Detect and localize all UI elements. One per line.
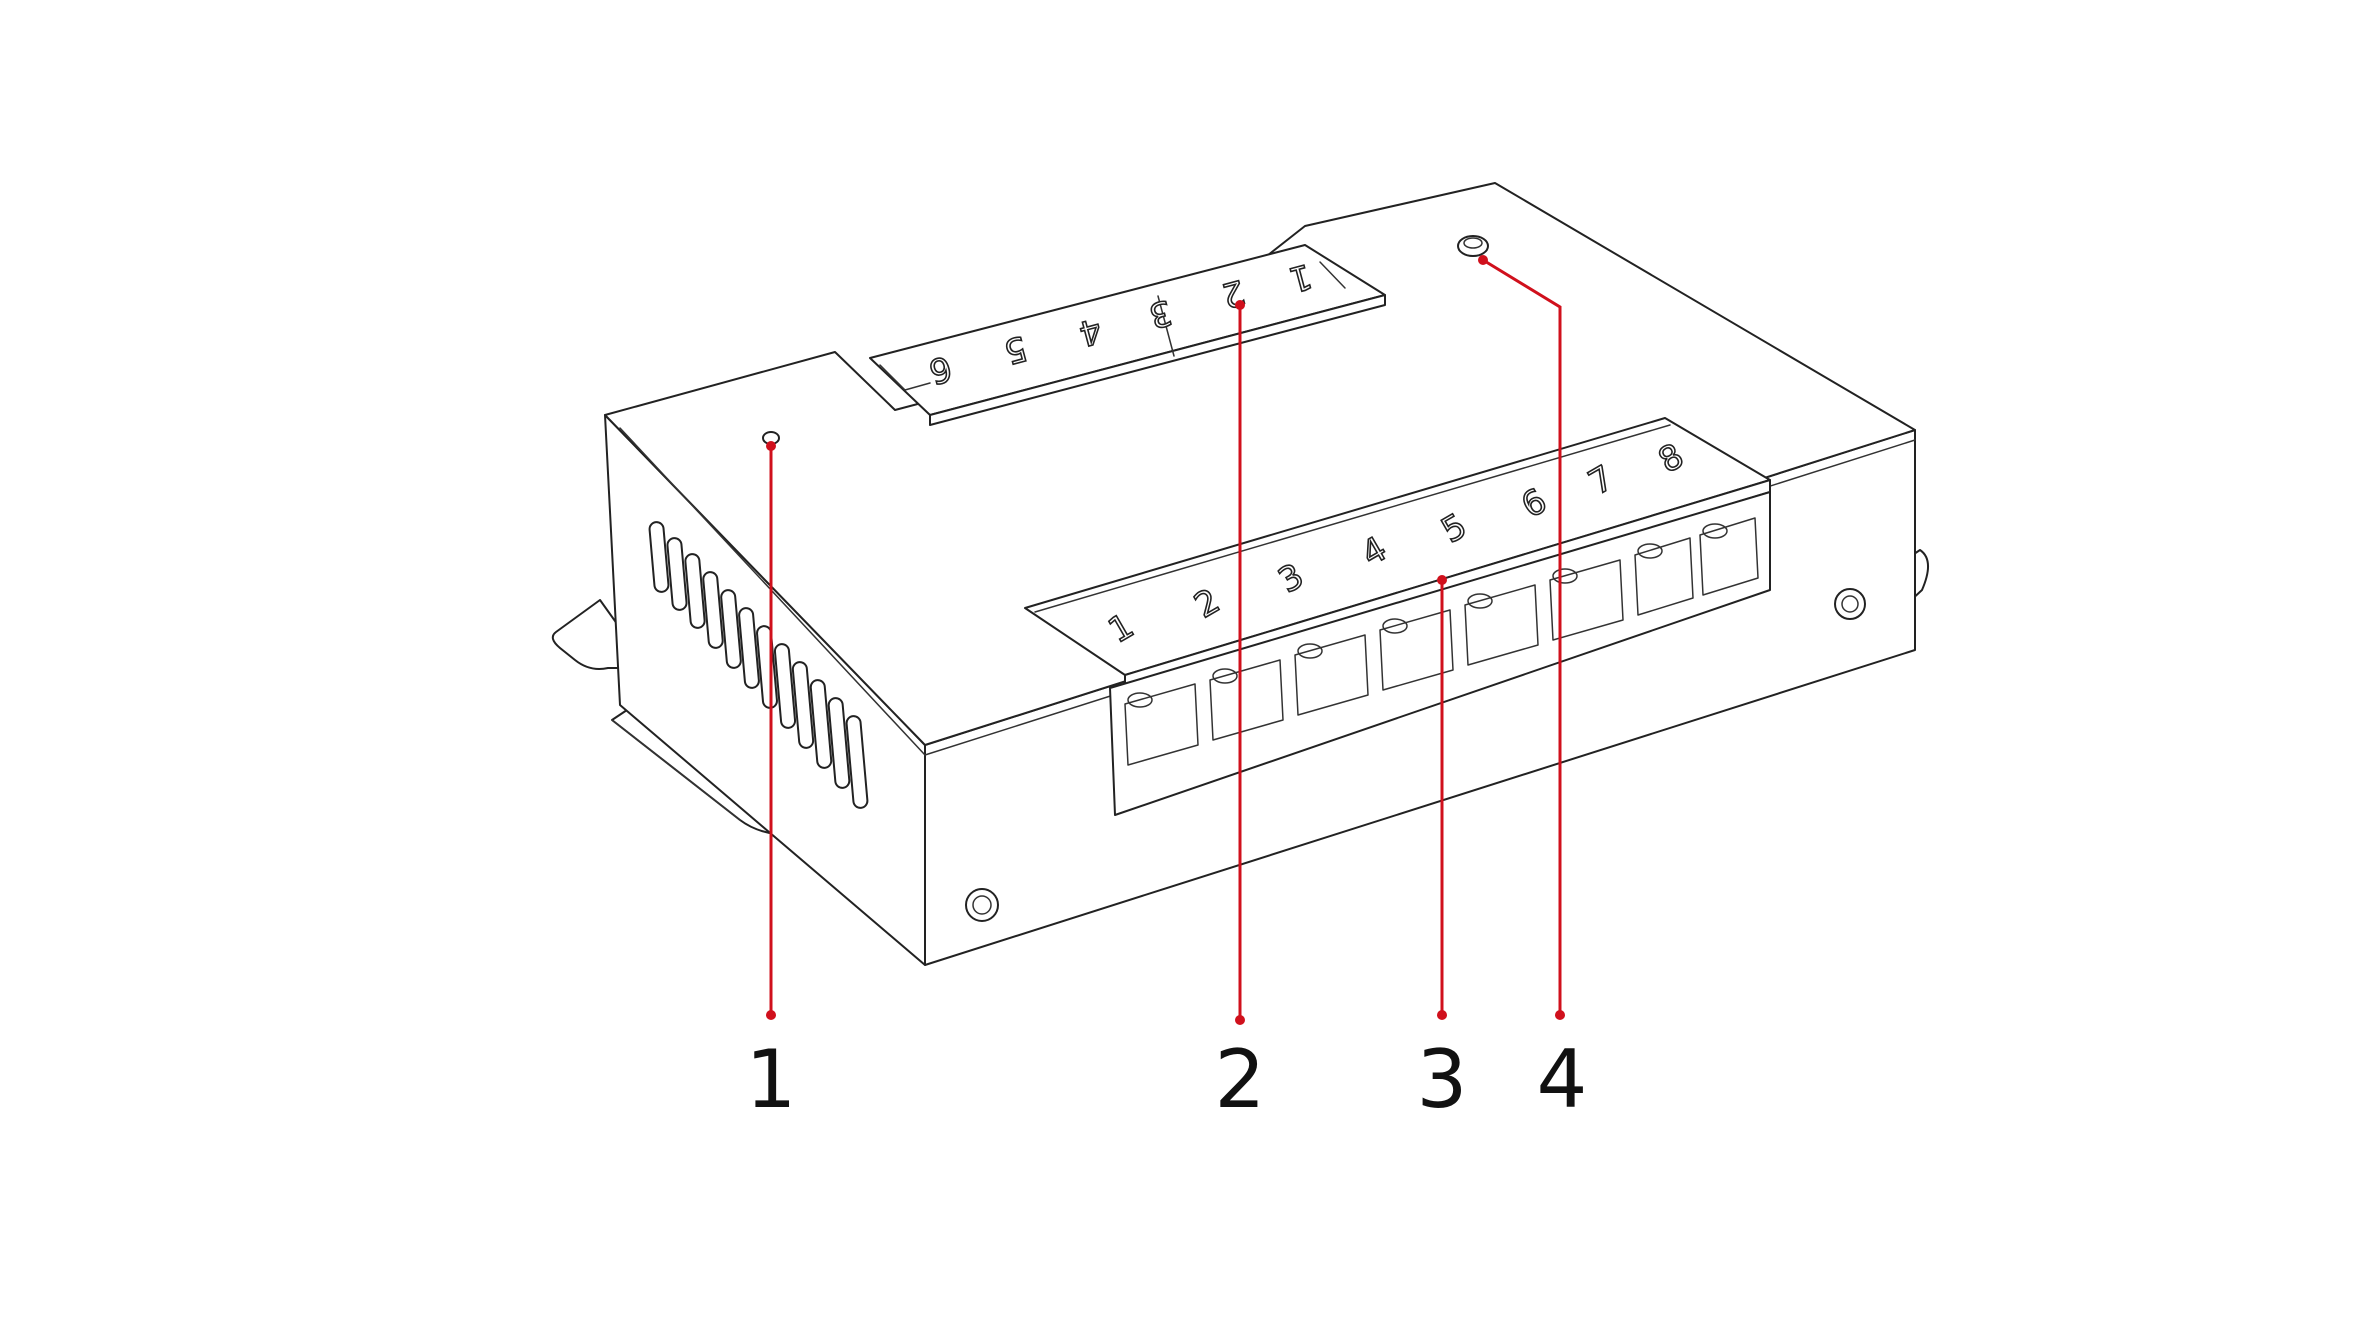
callout-label-3: 3 bbox=[1417, 1033, 1468, 1126]
callout-leader-4 bbox=[1478, 255, 1565, 1020]
screw-hole-front bbox=[965, 888, 999, 922]
front-terminal-block bbox=[1024, 417, 1771, 816]
back-port-label: 1 bbox=[1285, 255, 1316, 299]
round-button bbox=[1457, 235, 1489, 257]
callout-label-2: 2 bbox=[1215, 1033, 1266, 1126]
callout-label-4: 4 bbox=[1537, 1033, 1588, 1126]
back-connector-strip bbox=[869, 244, 1386, 426]
vent-slots bbox=[648, 521, 869, 809]
screw-hole-right bbox=[1834, 588, 1866, 620]
callout-leader-2 bbox=[1235, 300, 1245, 1025]
callout-leader-3 bbox=[1437, 575, 1447, 1020]
callout-label-1: 1 bbox=[746, 1033, 797, 1126]
callout-leader-1 bbox=[766, 441, 776, 1020]
